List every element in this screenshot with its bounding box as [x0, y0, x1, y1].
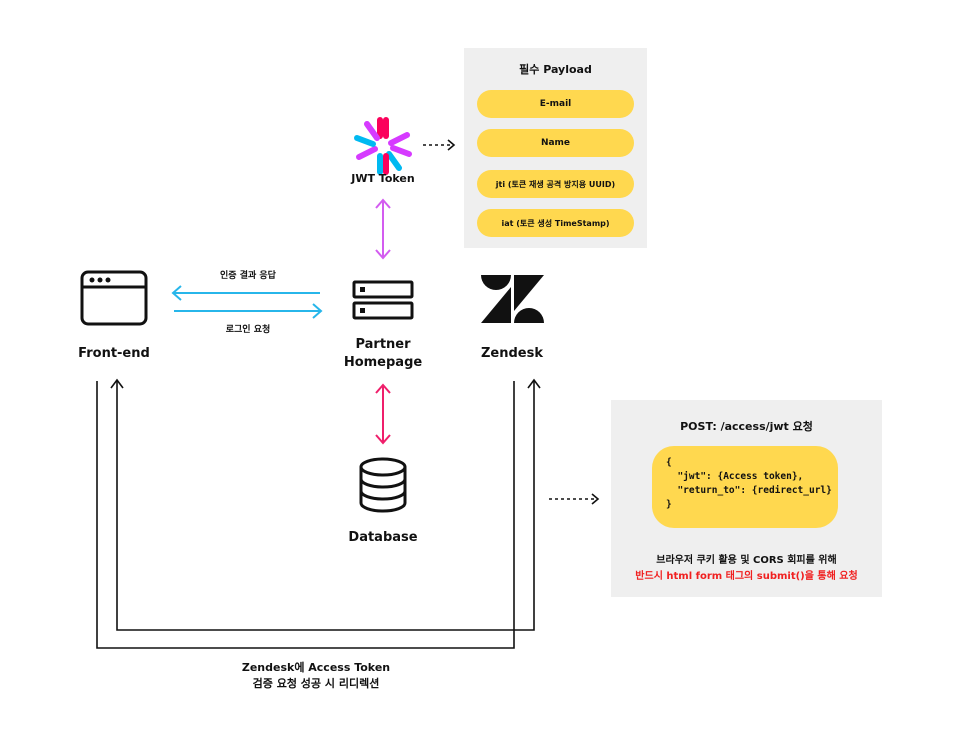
server-icon	[352, 279, 414, 321]
redirect-loop	[96, 378, 541, 649]
payload-panel: 필수 Payload E-mail Name jti (토큰 재생 공격 방지용…	[464, 48, 647, 248]
request-panel: POST: /access/jwt 요청 { "jwt": {Access to…	[611, 400, 882, 597]
dotted-arrow-jwt-payload	[423, 139, 456, 151]
code-line: {	[666, 457, 672, 468]
jwt-token-label: JWT Token	[351, 172, 415, 185]
zendesk-logo-icon	[478, 273, 546, 325]
partner-label-line1: Partner	[355, 337, 411, 352]
login-request-label: 로그인 요청	[225, 325, 271, 335]
partner-label-line2: Homepage	[343, 355, 423, 370]
request-title: POST: /access/jwt 요청	[680, 420, 813, 433]
zendesk-label: Zendesk	[480, 346, 543, 361]
purple-double-arrow	[375, 198, 391, 260]
database-label: Database	[348, 530, 418, 545]
request-note-warning: 반드시 html form 태그의 submit()을 통해 요청	[635, 571, 858, 582]
code-line: "jwt": {Access token},	[666, 471, 804, 482]
redirect-caption-line2: 검증 요청 성공 시 리디렉션	[252, 677, 380, 690]
pink-double-arrow	[375, 383, 391, 445]
dotted-arrow-request	[549, 493, 600, 505]
request-note-line1: 브라우저 쿠키 활용 및 CORS 회피를 위해	[656, 555, 837, 566]
payload-item-iat: iat (토큰 생성 TimeStamp)	[477, 209, 634, 237]
payload-item-email: E-mail	[477, 90, 634, 118]
payload-item-jti: jti (토큰 재생 공격 방지용 UUID)	[477, 170, 634, 198]
database-icon	[357, 457, 409, 513]
blue-arrow-auth-response	[171, 285, 320, 301]
browser-window-icon	[80, 270, 148, 326]
auth-response-label: 인증 결과 응답	[220, 271, 276, 281]
code-line: "return_to": {redirect_url}	[666, 485, 832, 496]
payload-title: 필수 Payload	[519, 63, 592, 76]
frontend-label: Front-end	[78, 346, 150, 361]
code-line: }	[666, 499, 672, 510]
jwt-logo-icon	[352, 115, 414, 177]
blue-arrow-login-request	[174, 303, 323, 319]
request-body-code: { "jwt": {Access token}, "return_to": {r…	[652, 446, 838, 528]
payload-item-name: Name	[477, 129, 634, 157]
redirect-caption-line1: Zendesk에 Access Token	[241, 661, 391, 674]
